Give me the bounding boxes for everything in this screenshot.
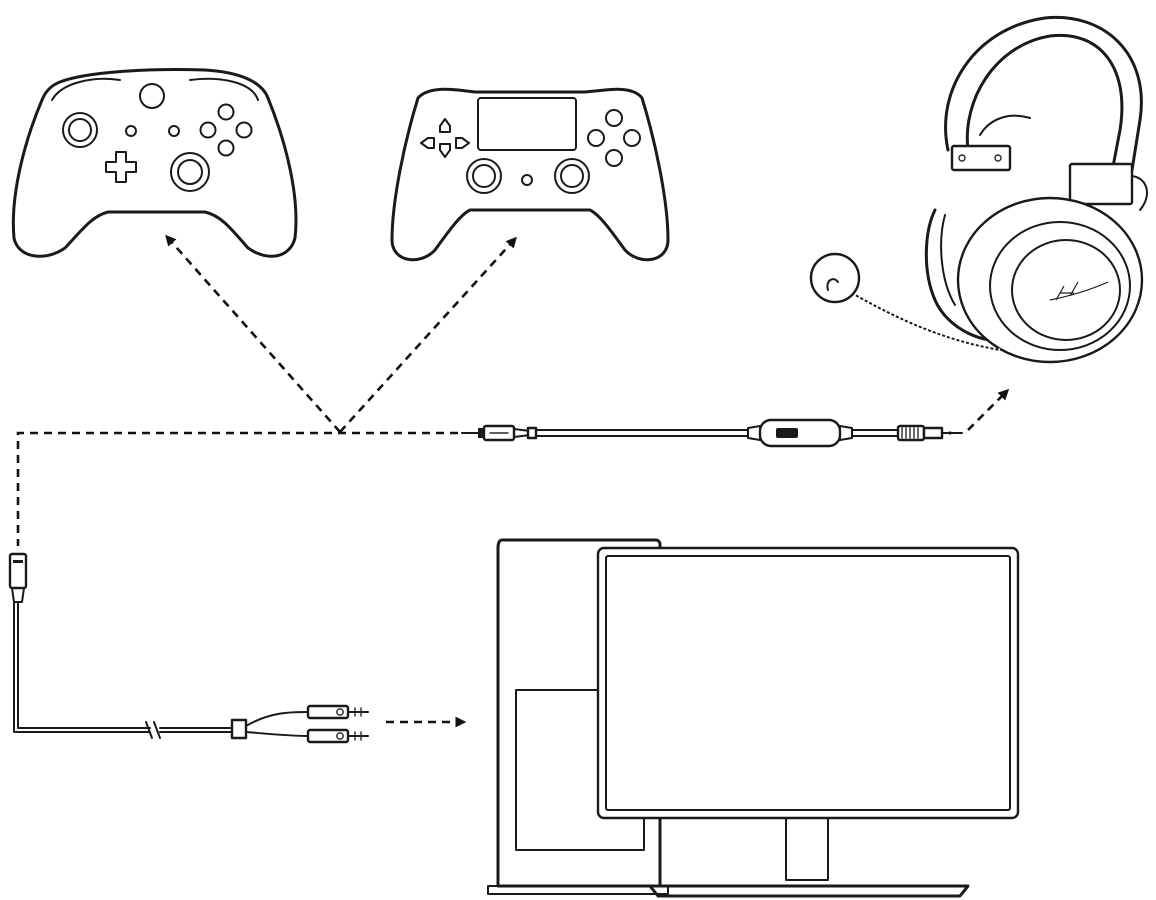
xbox-right-stick	[170, 152, 210, 192]
arrow-to-playstation	[339, 236, 517, 433]
monitor	[596, 546, 1020, 898]
monitor-neck	[785, 817, 829, 881]
xbox-controller	[11, 68, 298, 258]
headset-inline-cable	[461, 418, 963, 448]
ps-touchpad	[477, 97, 577, 151]
connection-lines	[16, 234, 1010, 728]
monitor-screen	[605, 555, 1011, 811]
ps-left-stick	[466, 158, 502, 194]
xbox-dpad	[105, 151, 137, 183]
volume-control	[758, 418, 842, 448]
volume-wheel	[776, 428, 798, 438]
headset-logo	[1049, 281, 1109, 301]
ps-face-buttons	[587, 109, 641, 167]
mic-foam	[809, 252, 861, 304]
line-inline-to-splitter	[16, 431, 458, 546]
xbox-left-stick	[62, 112, 98, 148]
gaming-headset	[809, 15, 1148, 364]
ps-right-stick	[554, 158, 590, 194]
playstation-controller	[390, 87, 670, 262]
monitor-base	[648, 884, 970, 898]
ps-dpad	[420, 118, 470, 158]
xbox-home-button	[139, 83, 165, 109]
arrow-to-headset	[967, 388, 1010, 431]
pc-splitter-cable	[8, 552, 369, 744]
arrow-to-xbox	[165, 234, 341, 433]
xbox-face-buttons	[199, 103, 253, 157]
